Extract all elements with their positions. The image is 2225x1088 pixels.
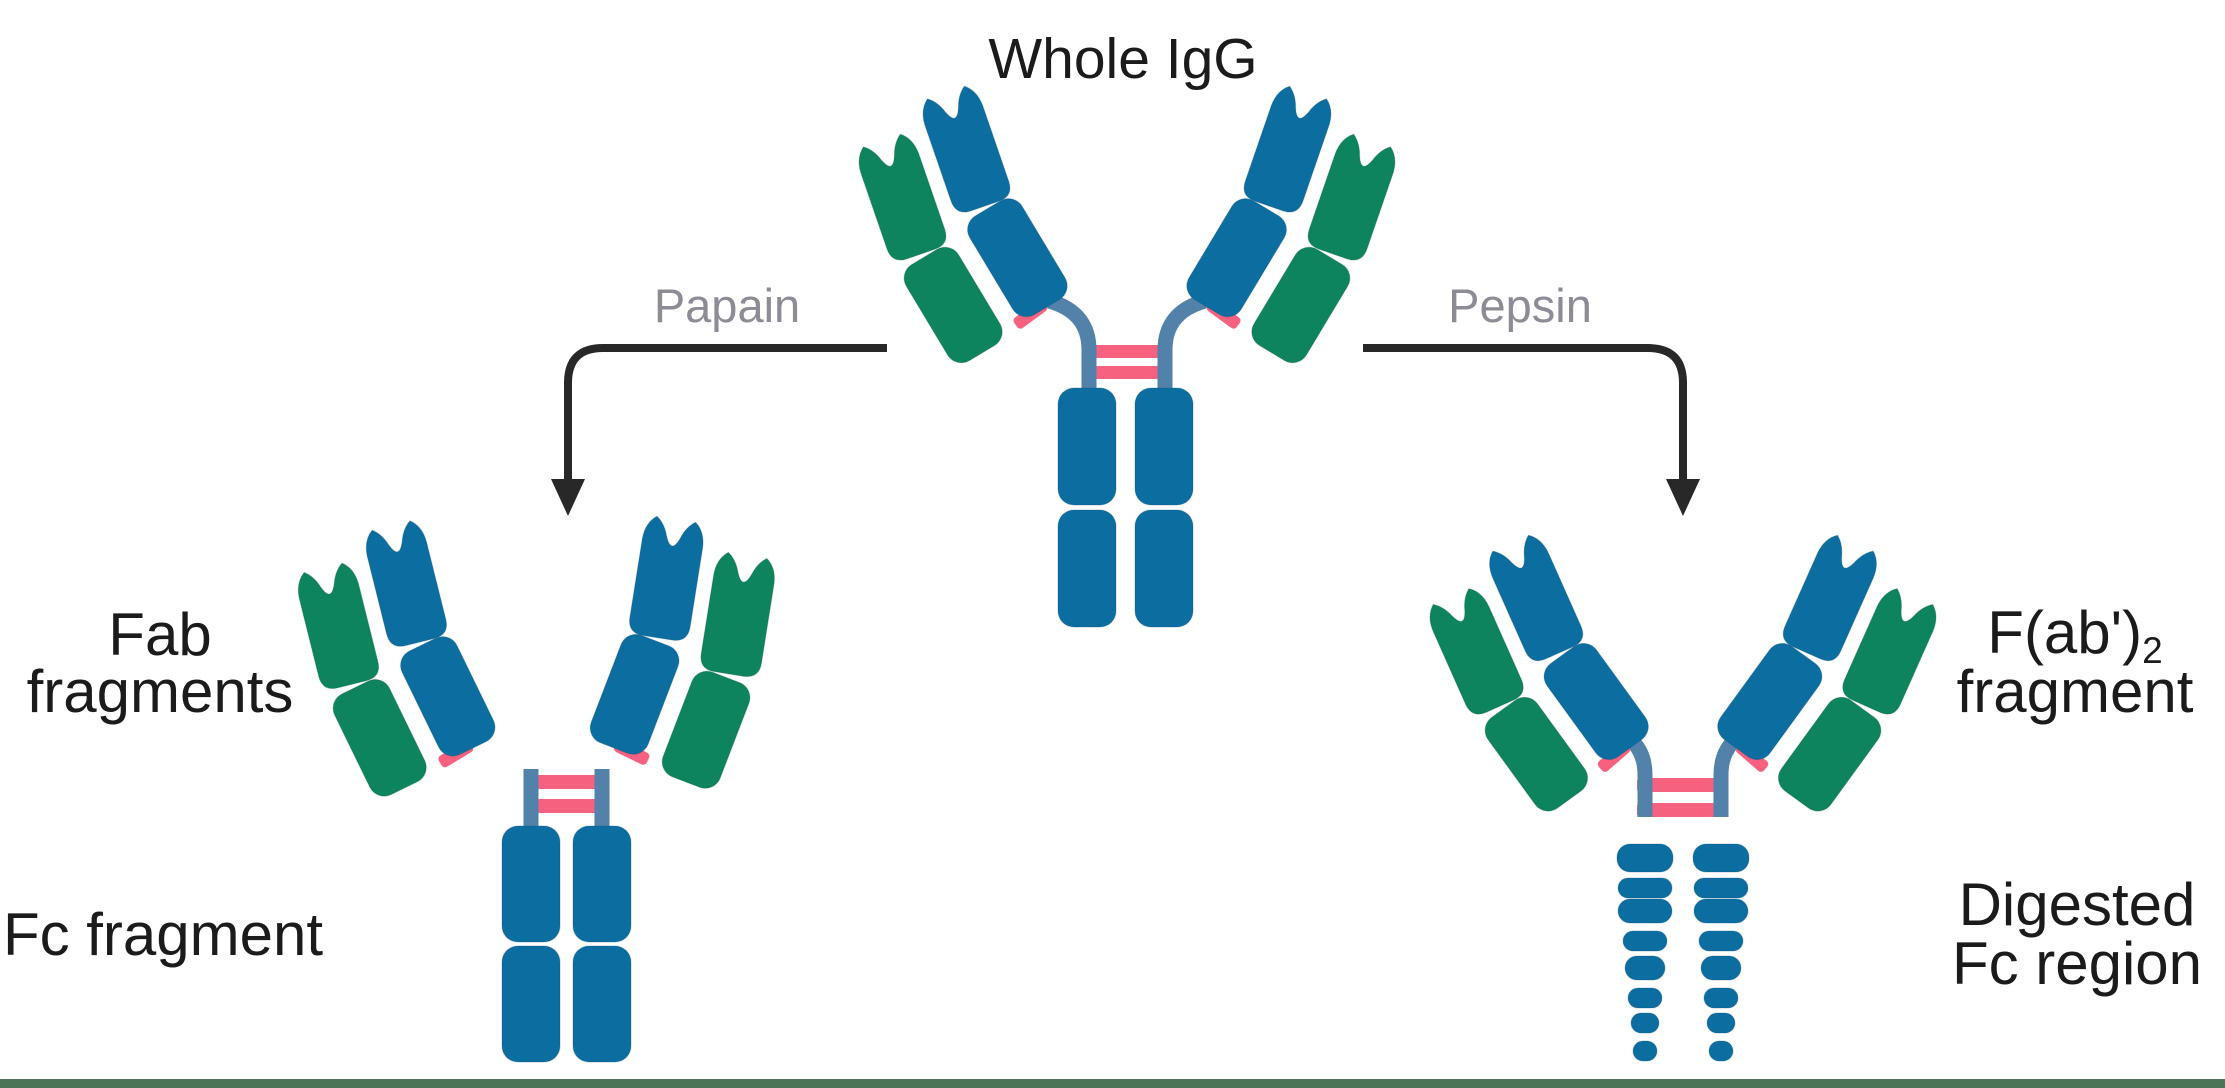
fab-fragment-right bbox=[549, 493, 815, 813]
fab2-label-subscript: 2 bbox=[2142, 630, 2163, 671]
digested-fc-piece bbox=[1616, 843, 1674, 873]
digested-fc-label-line1: Digested bbox=[1959, 871, 2196, 938]
hinge-disulfide-bond bbox=[1637, 778, 1727, 792]
hinge-disulfide-bond bbox=[1637, 803, 1727, 817]
fab2-fragment-label-line1: F(ab')2 bbox=[1987, 599, 2162, 671]
fab2-label-main: F(ab') bbox=[1987, 599, 2142, 666]
hinge-disulfide-bond bbox=[1085, 366, 1170, 379]
arrow-line bbox=[1363, 344, 1687, 481]
papain-arrow bbox=[551, 344, 887, 516]
fc-fragment-structure bbox=[501, 769, 632, 1063]
digested-fc-piece bbox=[1617, 877, 1673, 899]
fc-domain bbox=[501, 825, 561, 943]
hinge-disulfide-bond bbox=[527, 799, 607, 813]
arrow-head-icon bbox=[551, 479, 585, 516]
fab2-left-arm bbox=[1417, 522, 1661, 826]
digested-fc-piece bbox=[1703, 987, 1739, 1009]
fab-fragments-structure bbox=[274, 493, 815, 813]
bottom-border-strip bbox=[0, 1079, 2225, 1088]
digested-fc-piece bbox=[1693, 898, 1749, 924]
hinge-strand bbox=[1046, 293, 1097, 390]
fc-fragment-label: Fc fragment bbox=[3, 901, 323, 968]
digested-fc-piece bbox=[1630, 1012, 1660, 1034]
digested-fc-piece bbox=[1632, 1040, 1658, 1062]
digested-fc-piece bbox=[1617, 898, 1673, 924]
fc-domain bbox=[572, 945, 632, 1063]
fc-domain bbox=[1134, 509, 1194, 628]
digested-fc-piece bbox=[1627, 987, 1663, 1009]
digested-fc-piece bbox=[1700, 955, 1742, 981]
igg-right-arm bbox=[1181, 83, 1401, 369]
digested-fc-piece bbox=[1622, 930, 1668, 952]
whole-igg-title: Whole IgG bbox=[988, 27, 1257, 91]
papain-label: Papain bbox=[654, 279, 800, 332]
fab-fragments-label-line1: Fab bbox=[108, 601, 211, 668]
fc-domain bbox=[1134, 387, 1194, 506]
digested-fc-piece bbox=[1624, 955, 1666, 981]
arrow-head-icon bbox=[1666, 479, 1700, 516]
hinge-strand bbox=[1713, 737, 1738, 817]
fab-fragment-left bbox=[274, 508, 518, 812]
fab2-right-arm bbox=[1705, 522, 1949, 826]
digested-fc-piece bbox=[1692, 843, 1750, 873]
hinge-disulfide-bond bbox=[1085, 345, 1170, 358]
hinge-strand bbox=[1628, 737, 1653, 817]
digested-fc-piece bbox=[1698, 930, 1744, 952]
fc-domain bbox=[501, 945, 561, 1063]
whole-igg-structure bbox=[853, 83, 1401, 628]
digested-fc-piece bbox=[1708, 1040, 1734, 1062]
fab2-fragment-structure bbox=[1417, 522, 1948, 826]
digested-fc-piece bbox=[1693, 877, 1749, 899]
hinge-strand bbox=[1157, 293, 1208, 390]
pepsin-label: Pepsin bbox=[1448, 279, 1592, 332]
hinge-disulfide-bond bbox=[527, 775, 607, 789]
fab2-fragment-label-line2: fragment bbox=[1957, 658, 2194, 725]
digested-fc-label-line2: Fc region bbox=[1952, 930, 2202, 997]
fc-domain bbox=[1057, 509, 1117, 628]
fab-fragments-label-line2: fragments bbox=[27, 658, 294, 725]
digested-fc-structure bbox=[1616, 843, 1750, 1062]
digested-fc-piece bbox=[1706, 1012, 1736, 1034]
pepsin-arrow bbox=[1363, 344, 1700, 516]
igg-left-arm bbox=[853, 83, 1073, 369]
fc-domain bbox=[572, 825, 632, 943]
fc-domain bbox=[1057, 387, 1117, 506]
arrow-line bbox=[564, 344, 887, 481]
